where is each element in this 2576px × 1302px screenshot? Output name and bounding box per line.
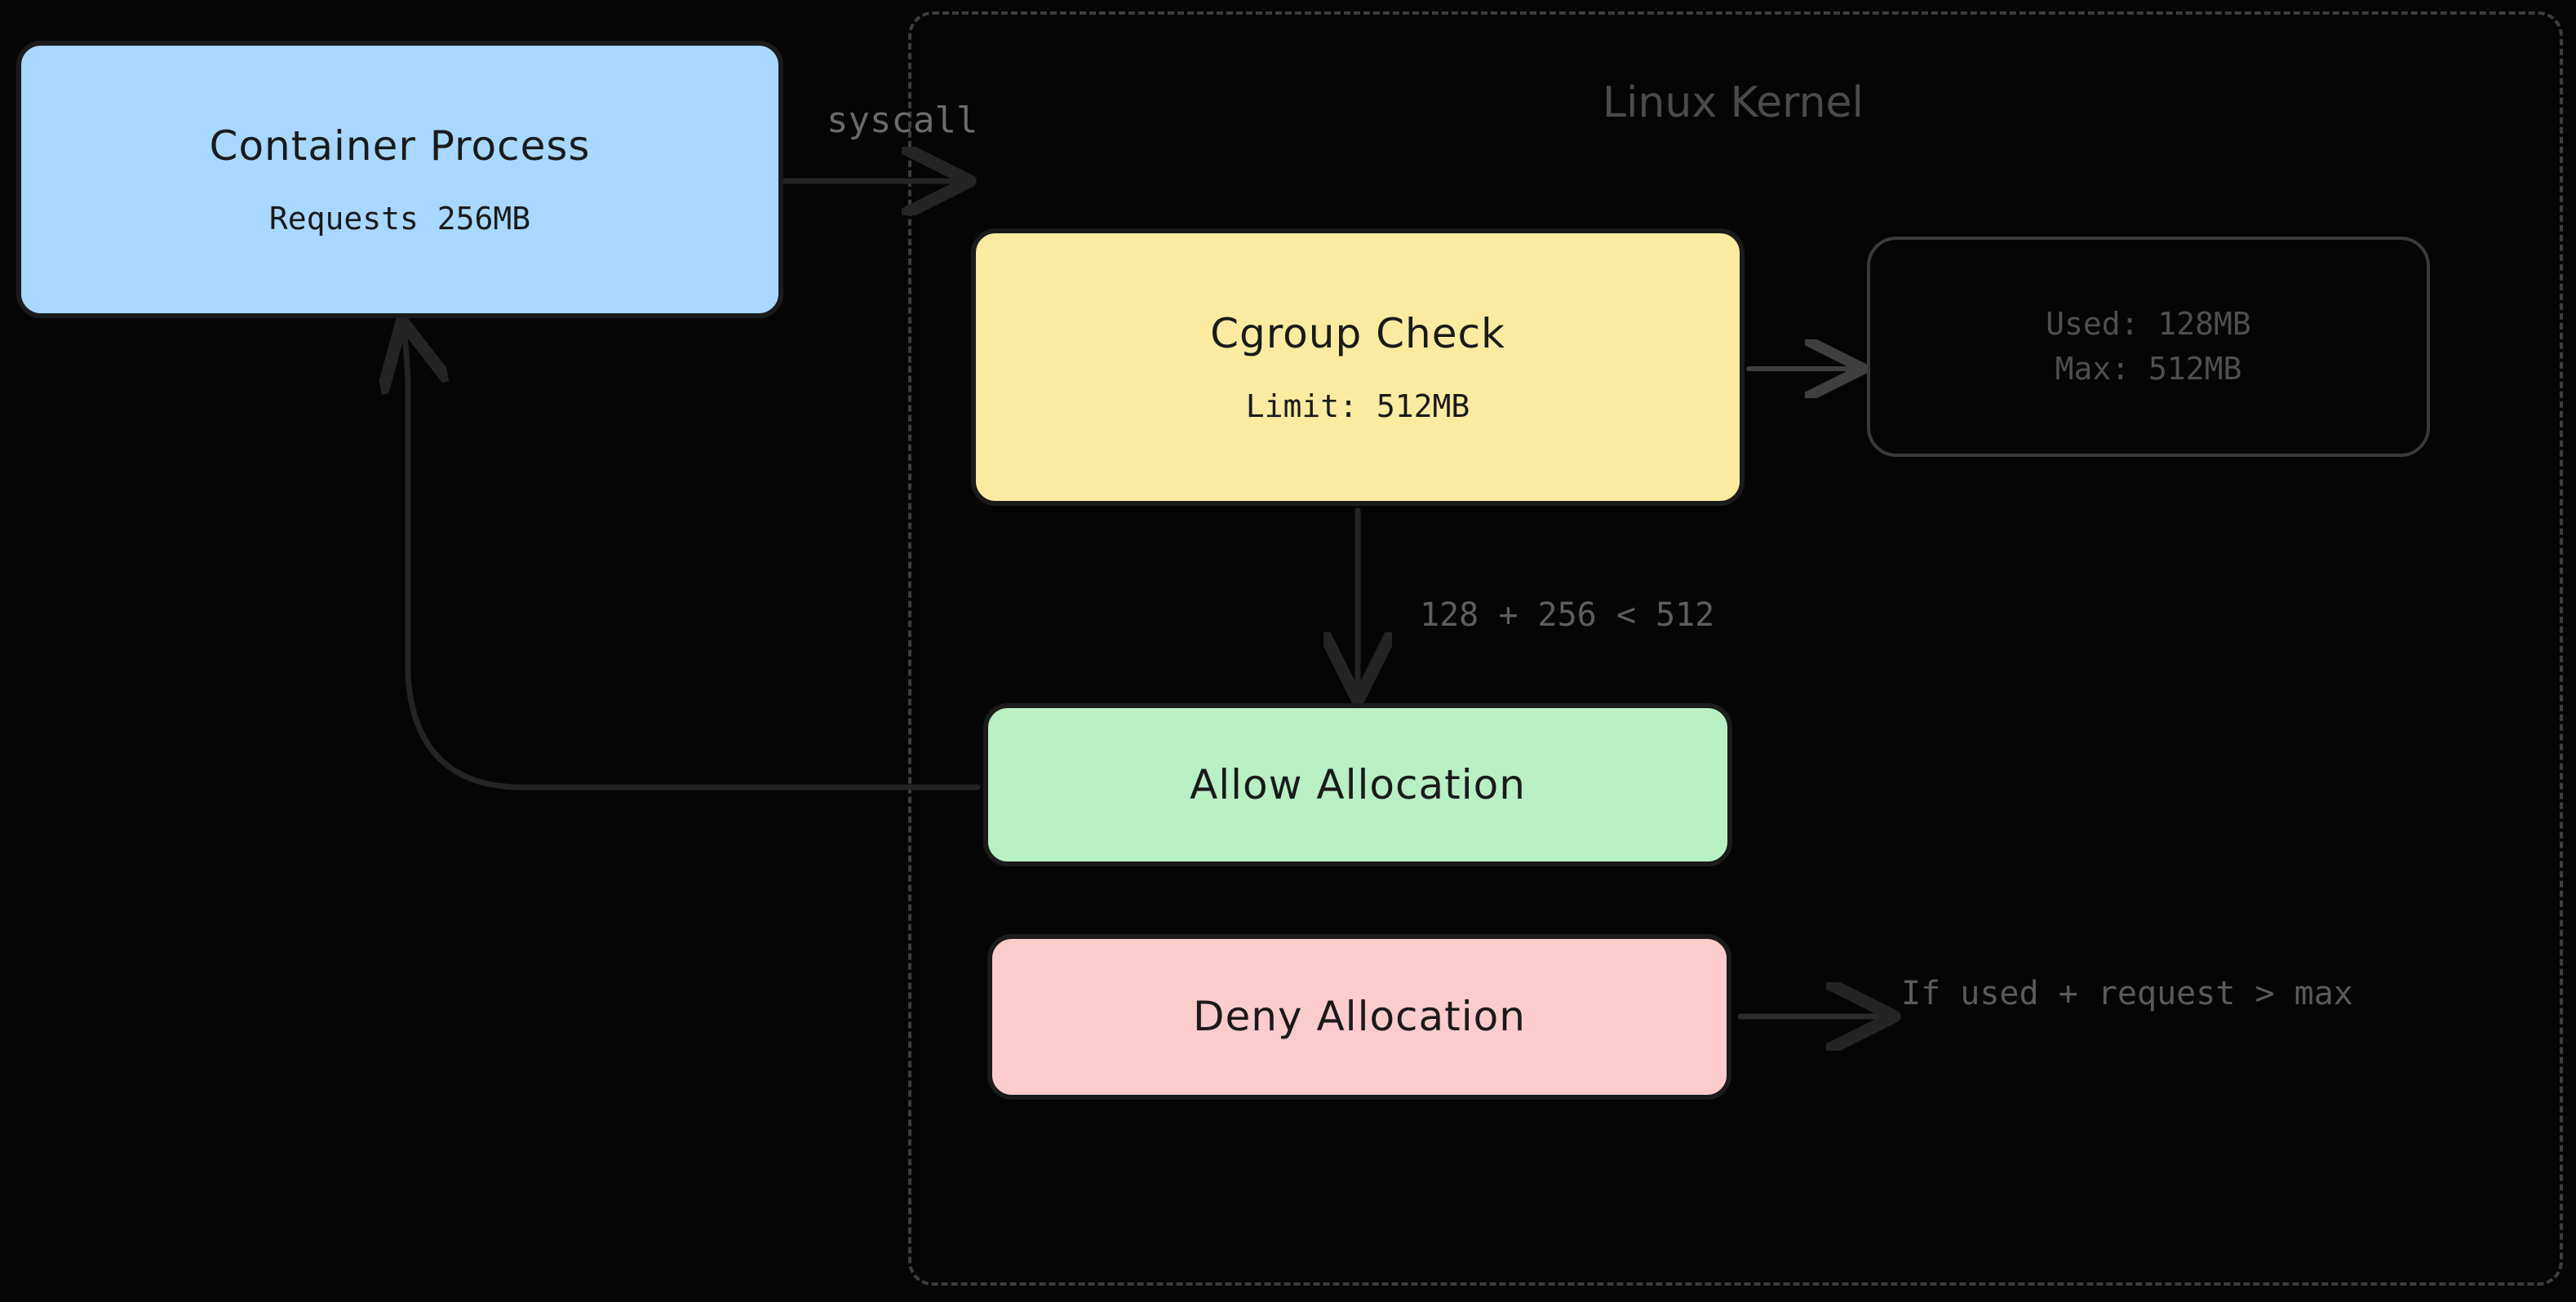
node-cgroup-check[interactable]: Cgroup Check Limit: 512MB: [971, 228, 1745, 506]
node-memory-usage[interactable]: Used: 128MB Max: 512MB: [1867, 237, 2430, 457]
node-allow-allocation-title: Allow Allocation: [1190, 760, 1526, 808]
subgraph-title-linux-kernel: Linux Kernel: [1603, 78, 1864, 127]
node-container-process-subtitle: Requests 256MB: [268, 200, 531, 237]
node-deny-allocation-title: Deny Allocation: [1193, 993, 1526, 1041]
node-cgroup-check-subtitle: Limit: 512MB: [1245, 388, 1470, 424]
linux-kernel-subgraph: [908, 11, 2563, 1286]
node-allow-allocation[interactable]: Allow Allocation: [983, 703, 1732, 866]
node-container-process-title: Container Process: [209, 122, 591, 170]
node-container-process[interactable]: Container Process Requests 256MB: [16, 41, 783, 318]
edge-label-allow-condition: 128 + 256 < 512: [1420, 596, 1715, 634]
node-deny-allocation[interactable]: Deny Allocation: [987, 934, 1731, 1100]
node-memory-usage-used: Used: 128MB: [2046, 305, 2251, 342]
node-cgroup-check-title: Cgroup Check: [1210, 310, 1505, 357]
edge-allow-to-container-arrow: [403, 326, 981, 790]
edge-label-deny-condition: If used + request > max: [1901, 975, 2353, 1012]
node-memory-usage-max: Max: 512MB: [2055, 351, 2242, 387]
edge-label-syscall: syscall: [827, 100, 978, 141]
